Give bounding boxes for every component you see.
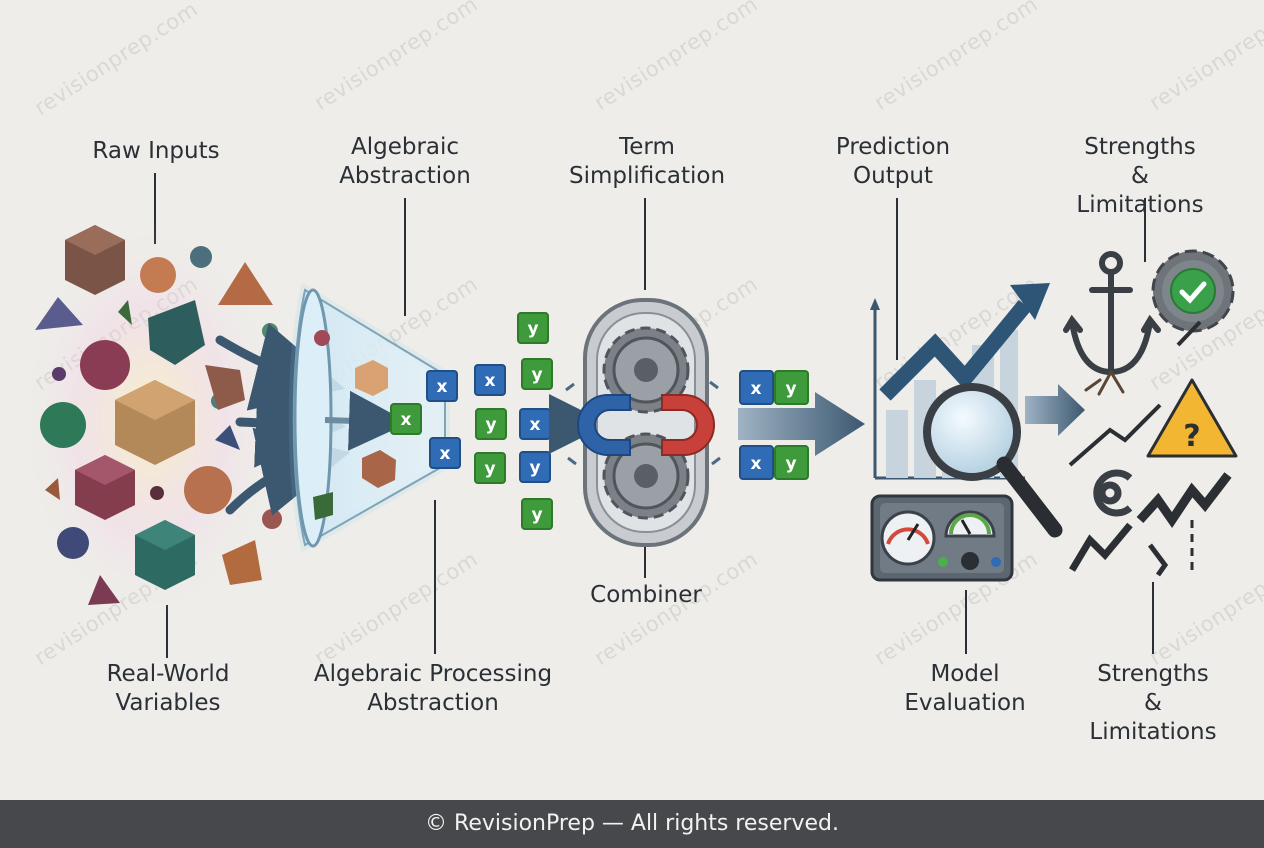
svg-text:x: x xyxy=(440,444,451,464)
y-tile: y xyxy=(774,445,809,480)
diagram-canvas: revisionprep.com revisionprep.com revisi… xyxy=(20,0,1264,745)
svg-text:x: x xyxy=(485,371,496,391)
broken-gear-icon xyxy=(1093,469,1133,517)
svg-text:?: ? xyxy=(1183,419,1200,454)
x-tile: x xyxy=(426,370,458,402)
label-strengths-limitations-bottom: Strengths & Limitations xyxy=(1089,661,1217,745)
x-tile: x xyxy=(474,364,506,396)
anchor-icon xyxy=(1063,251,1161,396)
y-tile: y xyxy=(521,358,553,390)
svg-text:y: y xyxy=(785,379,796,399)
y-tile: y xyxy=(519,451,551,483)
x-tile: x xyxy=(390,403,422,435)
strengths-icons: ? xyxy=(1063,249,1238,577)
svg-text:x: x xyxy=(530,415,541,435)
gauge-icon xyxy=(880,510,936,566)
gauge-icon xyxy=(944,510,996,538)
y-tile: y xyxy=(517,312,549,344)
model-evaluation-panel xyxy=(870,494,1014,582)
check-gear-icon xyxy=(1151,249,1235,333)
svg-text:y: y xyxy=(785,454,796,474)
svg-text:y: y xyxy=(484,459,495,479)
svg-text:y: y xyxy=(531,365,542,385)
label-algebraic-processing: Algebraic Processing Abstraction xyxy=(313,661,553,716)
x-tile: x xyxy=(429,437,461,469)
label-raw-inputs: Raw Inputs xyxy=(92,138,220,164)
y-tile: y xyxy=(521,498,553,530)
label-term-simplification: Term Simplification xyxy=(568,134,726,189)
x-tile: x xyxy=(519,408,551,440)
svg-text:y: y xyxy=(527,319,538,339)
svg-text:x: x xyxy=(751,379,762,399)
variable-tiles: x x x x y y y y x y y xyxy=(390,312,609,530)
combiner-mechanism xyxy=(565,298,721,547)
prediction-chart xyxy=(870,283,1063,538)
label-real-world-variables: Real-World Variables xyxy=(106,661,230,716)
label-strengths-limitations-top: Strengths & Limitations xyxy=(1076,134,1204,218)
svg-text:y: y xyxy=(485,415,496,435)
evaluation-arrow xyxy=(1025,384,1085,436)
svg-text:x: x xyxy=(401,410,412,430)
y-tile: y xyxy=(474,452,506,484)
x-tile: x xyxy=(739,445,774,480)
gear-icon xyxy=(602,326,690,414)
combined-terms: x y x y xyxy=(738,370,865,480)
svg-text:y: y xyxy=(529,458,540,478)
y-tile: y xyxy=(774,370,809,405)
abstraction-funnel xyxy=(288,282,450,553)
magnifier-icon xyxy=(923,383,1063,538)
x-tile: x xyxy=(739,370,774,405)
svg-text:y: y xyxy=(531,505,542,525)
copyright-footer: © RevisionPrep — All rights reserved. xyxy=(0,800,1264,848)
magnet-icon xyxy=(577,394,715,456)
svg-text:x: x xyxy=(751,454,762,474)
y-tile: y xyxy=(475,408,507,440)
diagram-graphics: x x x x y y y y x y y xyxy=(20,173,1238,658)
label-model-evaluation: Model Evaluation xyxy=(904,661,1026,716)
label-prediction-output: Prediction Output xyxy=(835,134,951,189)
svg-text:x: x xyxy=(437,377,448,397)
label-combiner: Combiner xyxy=(590,582,702,608)
warning-icon: ? xyxy=(1146,378,1238,458)
label-algebraic-abstraction: Algebraic Abstraction xyxy=(339,134,471,189)
raw-inputs-shapes xyxy=(20,220,282,620)
